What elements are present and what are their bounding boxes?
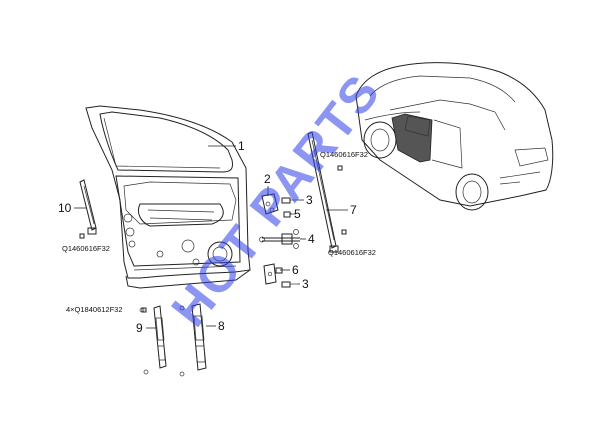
part-3-bolt-lower (281, 281, 298, 288)
callout-3-upper: 3 (306, 193, 313, 207)
leader-lines (74, 145, 348, 329)
bolt-right (341, 229, 347, 235)
callout-7: 7 (350, 203, 357, 217)
part-code-right: Q1460616F32 (328, 248, 376, 257)
part-8-channel (179, 303, 207, 377)
callout-1: 1 (238, 139, 245, 153)
part-3-bolt-upper (281, 197, 298, 204)
part-9-channel (139, 305, 167, 375)
bolt-upper-right (337, 165, 343, 171)
callout-3-lower: 3 (302, 277, 309, 291)
bolt-left (79, 233, 85, 239)
part-2-hinge (261, 193, 279, 215)
callout-4: 4 (308, 232, 315, 246)
callout-10: 10 (58, 201, 72, 215)
part-code-left: Q1460616F32 (62, 244, 110, 253)
callout-5: 5 (294, 207, 301, 221)
watermark: HOT PARTS (161, 63, 392, 336)
part-10-bar (79, 179, 97, 235)
part-7-bar (307, 131, 339, 253)
callout-6: 6 (292, 263, 299, 277)
bolt-hinge (141, 307, 147, 313)
door-frame (85, 105, 251, 289)
part-4-check-link (259, 229, 300, 249)
callout-9: 9 (136, 321, 143, 335)
car-illustration (355, 62, 554, 211)
callout-8: 8 (218, 319, 225, 333)
part-code-hinge: 4×Q1840612F32 (66, 305, 123, 314)
callout-2: 2 (264, 172, 271, 186)
highlighted-door (391, 113, 433, 163)
part-code-upper-right: Q1460616F32 (320, 150, 368, 159)
part-6-hinge (263, 263, 283, 285)
